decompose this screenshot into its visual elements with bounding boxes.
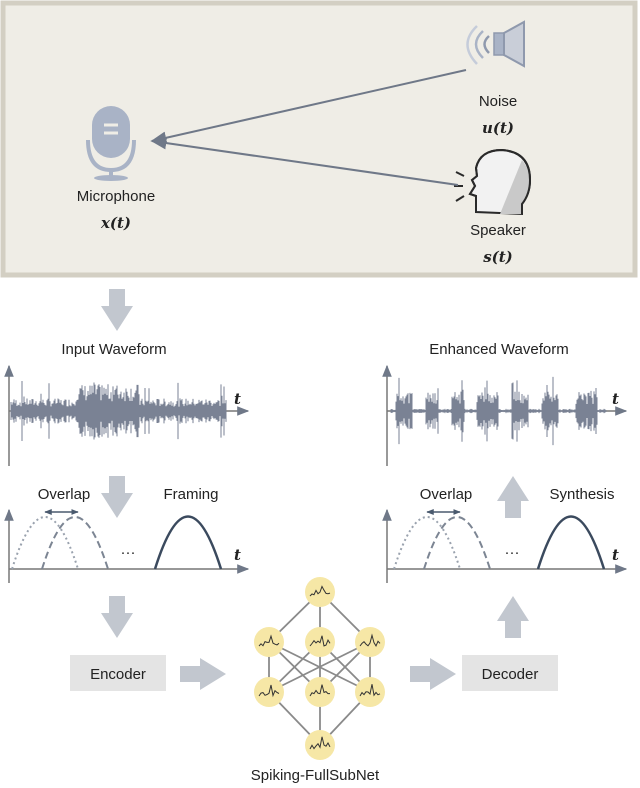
enhanced-waveform-t-label: t [612, 390, 619, 408]
noise-to-mic-arrow [150, 69, 467, 145]
speaker-head-icon [454, 148, 532, 216]
flow-arrow-down-2 [101, 476, 133, 518]
framing-label: Framing [163, 486, 218, 503]
flow-arrow-down-1 [101, 289, 133, 331]
neuron-node [355, 677, 385, 707]
neuron-node [305, 730, 335, 760]
framing-right-frame-n [536, 515, 606, 570]
neuron-node [355, 627, 385, 657]
waveform-path [390, 376, 607, 446]
encoder-label: Encoder [90, 666, 146, 683]
microphone-icon [86, 106, 136, 181]
noise-label: Noise [479, 93, 517, 110]
framing-right-t-label: t [612, 546, 619, 564]
speaker-signal: s(t) [483, 248, 513, 266]
speaker-label: Speaker [470, 222, 526, 239]
microphone-label: Microphone [77, 188, 155, 205]
network-edges [268, 591, 371, 746]
input-waveform-trace [10, 381, 227, 441]
neuron-node [254, 627, 284, 657]
neuron-node [254, 677, 284, 707]
enhanced-waveform-title: Enhanced Waveform [429, 341, 569, 358]
framing-left-ellipsis: ··· [121, 544, 136, 561]
encoder-box [70, 655, 166, 691]
flow-arrow-right-1 [180, 658, 226, 690]
framing-right-ellipsis: ··· [505, 544, 520, 561]
network-edge [268, 641, 371, 693]
framing-left-frame-1 [11, 516, 79, 570]
flow-arrow-down-3 [101, 596, 133, 638]
speaker-to-mic-arrow [150, 136, 459, 186]
neuron-node [305, 577, 335, 607]
network-neurons [254, 577, 385, 760]
noise-signal: u(t) [482, 119, 514, 137]
input-waveform-title: Input Waveform [61, 341, 166, 358]
framing-left-frame-n [153, 515, 223, 570]
decoder-box [462, 655, 558, 691]
synthesis-label: Synthesis [549, 486, 614, 503]
neuron-node [305, 677, 335, 707]
framing-left-frame-2 [41, 516, 109, 570]
input-waveform-t-label: t [234, 390, 241, 408]
microphone-signal: x(t) [100, 214, 131, 232]
framing-right-frame-2 [423, 516, 491, 570]
loudspeaker-icon [466, 20, 525, 68]
framing-left-overlap-label: Overlap [38, 486, 91, 503]
network-label: Spiking-FullSubNet [251, 767, 380, 784]
framing-right-frame-1 [393, 516, 461, 570]
flow-arrow-right-2 [410, 658, 456, 690]
framing-right-overlap-label: Overlap [420, 486, 473, 503]
waveform-path [10, 381, 227, 441]
neuron-node [305, 627, 335, 657]
decoder-label: Decoder [482, 666, 539, 683]
flow-arrow-up-1 [497, 476, 529, 518]
enhanced-waveform-trace [390, 376, 607, 446]
framing-left-t-label: t [234, 546, 241, 564]
flow-arrow-up-2 [497, 596, 529, 638]
